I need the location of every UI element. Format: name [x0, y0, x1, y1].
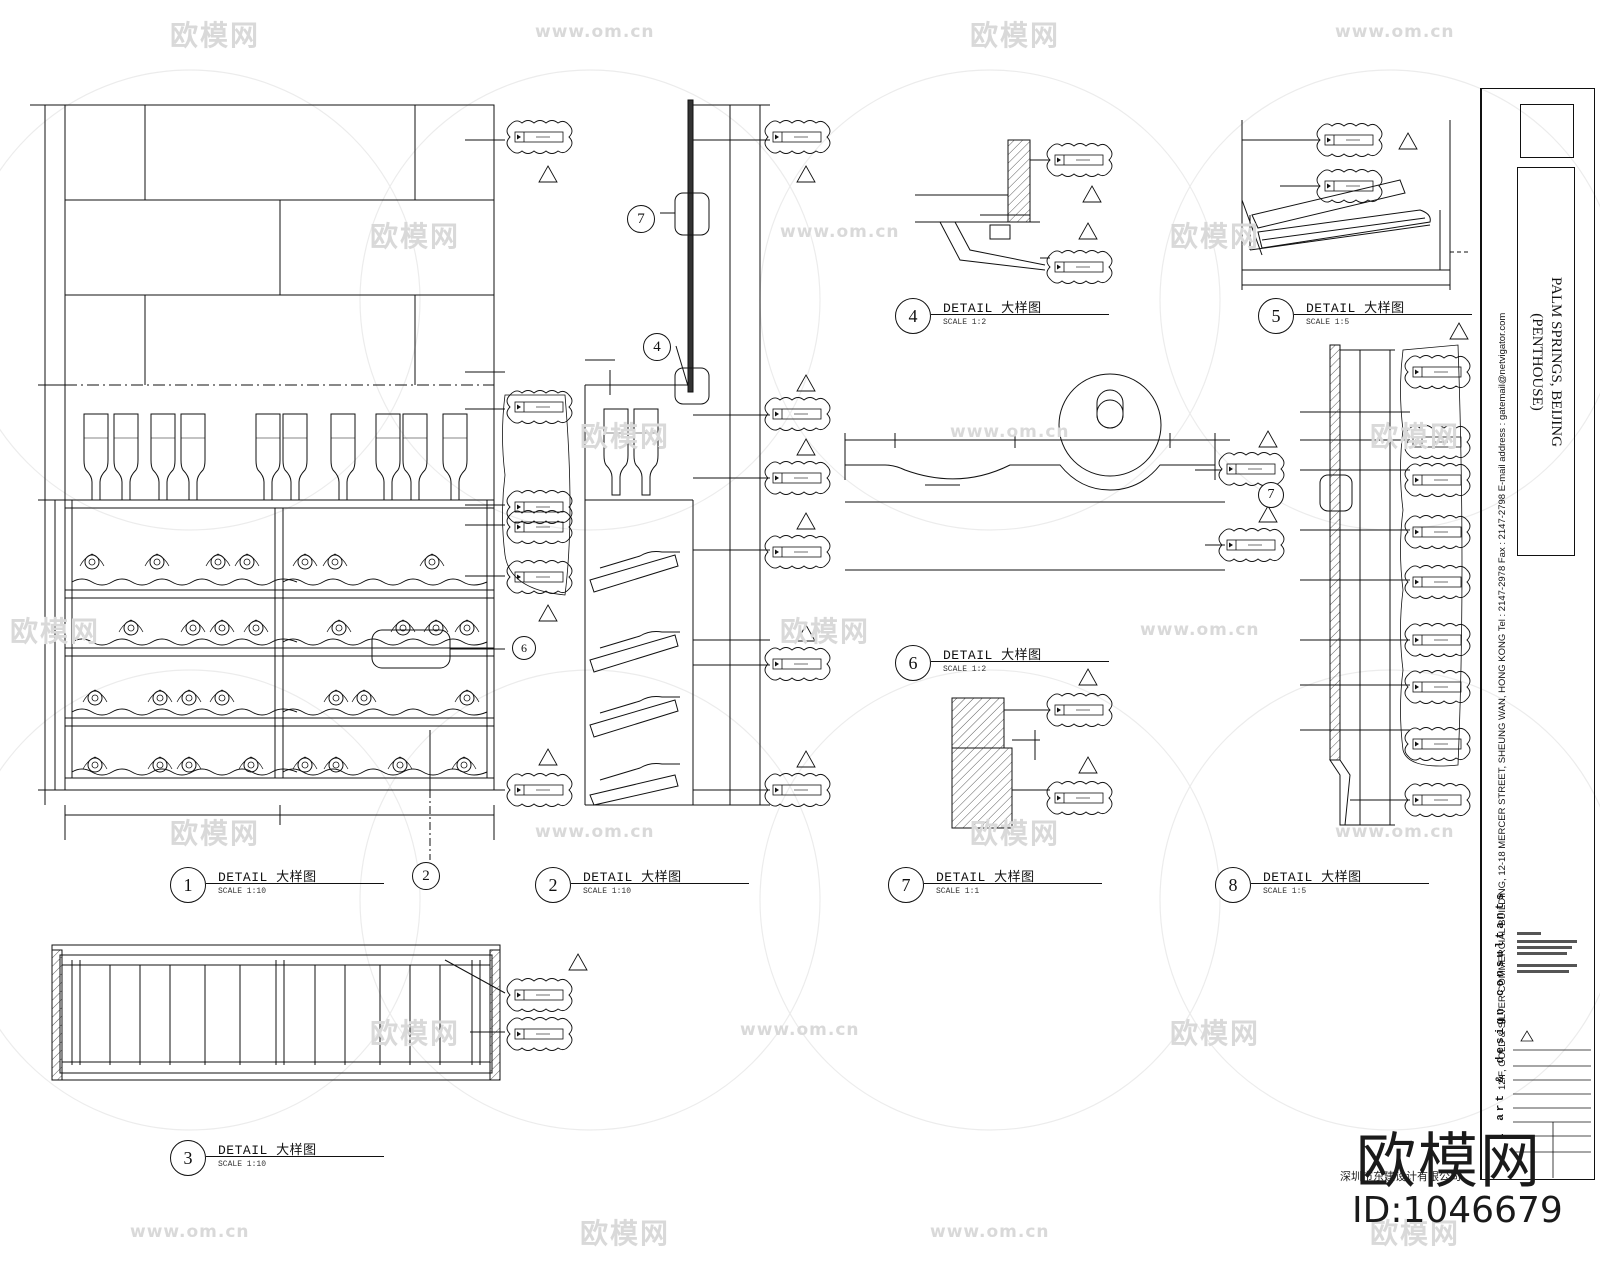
project-title-box: PALM SPRINGS, BEIJING(PENTHOUSE) [1517, 167, 1575, 556]
detail-underline [206, 883, 384, 884]
callout-6: 6 [512, 636, 536, 660]
detail-underline [571, 883, 749, 884]
watermark-brand: 欧模网 [580, 1217, 671, 1250]
watermark-url: www.om.cn [740, 1020, 860, 1040]
detail-scale: SCALE 1:10 [583, 887, 632, 896]
watermark-brand: 欧模网 [370, 220, 461, 253]
detail-number: 7 [888, 867, 924, 903]
detail-7-tags [1046, 668, 1113, 815]
detail-title: DETAIL 大样图 [1306, 301, 1405, 316]
watermark-brand: 欧模网 [170, 19, 261, 52]
detail-scale: SCALE 1:5 [1263, 887, 1307, 896]
watermark-brand: 欧模网 [970, 19, 1061, 52]
detail-underline [924, 883, 1102, 884]
watermark-url: www.om.cn [1335, 22, 1455, 42]
watermark-brand: 欧模网 [780, 615, 871, 648]
project-subtitle: (PENTHOUSE) [1529, 312, 1545, 411]
consultant-name: L art & design consultants [1495, 890, 1507, 1140]
detail-1-drawing [30, 104, 505, 860]
detail-number: 2 [535, 867, 571, 903]
callout-4: 4 [643, 333, 671, 361]
detail-1-tags [502, 120, 573, 807]
model-id: ID:1046679 [1352, 1190, 1563, 1231]
detail-underline [931, 661, 1109, 662]
title-block-rows [1513, 932, 1591, 1178]
footer-company-note: 深圳市东建设计有限公司 [1340, 1170, 1461, 1183]
detail-title: DETAIL 大样图 [943, 648, 1042, 663]
detail-number: 6 [895, 645, 931, 681]
watermark-url: www.om.cn [930, 1222, 1050, 1242]
detail-8-drawing [1300, 344, 1410, 826]
watermark-brand: 欧模网 [1370, 420, 1461, 453]
detail-number: 3 [170, 1140, 206, 1176]
watermark-brand: 欧模网 [1170, 220, 1261, 253]
detail-scale: SCALE 1:1 [936, 887, 980, 896]
callout-7: 7 [627, 205, 655, 233]
detail-underline [1294, 314, 1472, 315]
project-name: PALM SPRINGS, BEIJING [1548, 276, 1564, 447]
detail-number: 8 [1215, 867, 1251, 903]
detail-6-drawing [844, 373, 1230, 571]
watermark-url: www.om.cn [535, 822, 655, 842]
detail-number: 5 [1258, 298, 1294, 334]
detail-4-tags [1046, 143, 1113, 284]
callout-2: 2 [412, 862, 440, 890]
detail-title: DETAIL 大样图 [218, 1143, 317, 1158]
detail-number: 4 [895, 298, 931, 334]
detail-4-drawing [915, 139, 1050, 271]
detail-title: DETAIL 大样图 [583, 870, 682, 885]
watermark-url: www.om.cn [780, 222, 900, 242]
watermark-brand: 欧模网 [10, 615, 101, 648]
title-block [1480, 88, 1595, 1180]
detail-title: DETAIL 大样图 [1263, 870, 1362, 885]
watermark-brand: 欧模网 [170, 817, 261, 850]
detail-scale: SCALE 1:2 [943, 318, 987, 327]
watermark-brand: 欧模网 [1370, 1217, 1461, 1250]
callout-7: 7 [1258, 482, 1284, 508]
client-logo-box [1520, 104, 1574, 158]
watermark-brand: 欧模网 [1170, 1017, 1261, 1050]
watermark-brand: 欧模网 [370, 1017, 461, 1050]
detail-8-tags [1400, 322, 1471, 817]
watermark-url: www.om.cn [1335, 822, 1455, 842]
detail-2-drawing [584, 99, 770, 806]
detail-scale: SCALE 1:2 [943, 665, 987, 674]
detail-5-drawing [1241, 120, 1470, 290]
detail-underline [1251, 883, 1429, 884]
detail-5-tags [1316, 123, 1418, 203]
project-title-text: PALM SPRINGS, BEIJING(PENTHOUSE) [1527, 277, 1565, 447]
detail-title: DETAIL 大样图 [218, 870, 317, 885]
watermark-url: www.om.cn [130, 1222, 250, 1242]
detail-scale: SCALE 1:10 [218, 887, 267, 896]
brand-watermark-large: 欧模网 [1356, 1127, 1542, 1197]
watermark-url: www.om.cn [950, 422, 1070, 442]
detail-7-drawing [951, 697, 1050, 829]
watermark-brand: 欧模网 [580, 420, 671, 453]
detail-number: 1 [170, 867, 206, 903]
detail-underline [206, 1156, 384, 1157]
detail-title: DETAIL 大样图 [943, 301, 1042, 316]
detail-scale: SCALE 1:5 [1306, 318, 1350, 327]
detail-3-tags [506, 953, 588, 1051]
watermark-brand: 欧模网 [970, 817, 1061, 850]
detail-title: DETAIL 大样图 [936, 870, 1035, 885]
watermark-url: www.om.cn [1140, 620, 1260, 640]
detail-3-drawing [51, 944, 506, 1081]
watermark-url: www.om.cn [535, 22, 655, 42]
detail-scale: SCALE 1:10 [218, 1160, 267, 1169]
detail-underline [931, 314, 1109, 315]
